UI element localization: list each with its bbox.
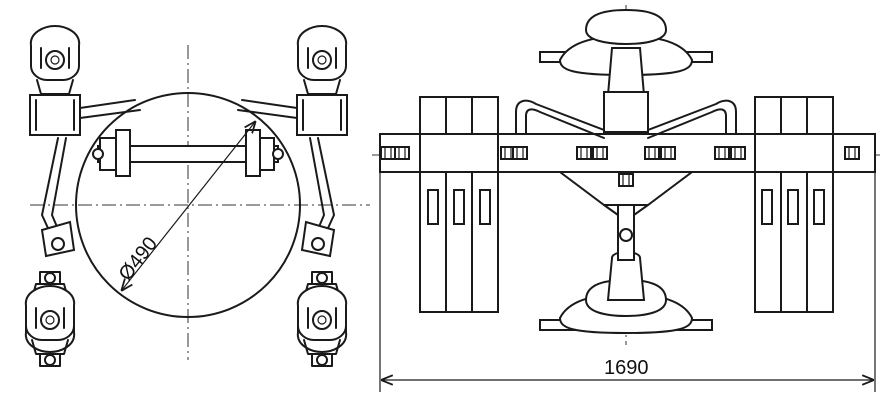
clamp-bottom-left	[24, 271, 76, 367]
clamp-top-right	[296, 25, 348, 136]
end-view: Ø490	[24, 25, 370, 367]
clamp-top-left	[29, 25, 81, 136]
diameter-label: Ø490	[115, 233, 162, 285]
length-label: 1690	[604, 357, 649, 379]
right-disc-pack	[754, 96, 834, 313]
clamp-bottom-right	[296, 271, 348, 367]
top-saddle	[539, 8, 713, 133]
conductor-circle	[75, 92, 301, 318]
bottom-saddle	[539, 199, 713, 335]
side-view: 1690	[372, 5, 880, 392]
left-disc-pack	[419, 96, 499, 313]
